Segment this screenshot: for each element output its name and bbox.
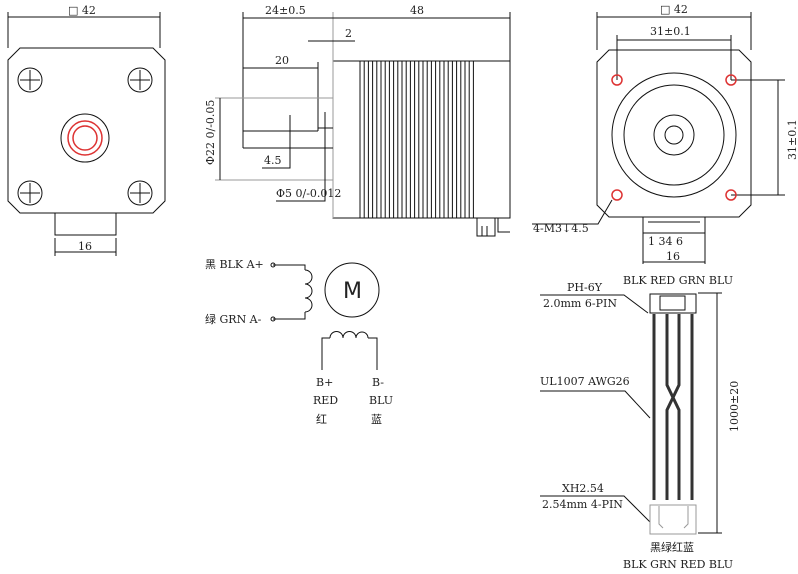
cable-length-dim: 1000±20 xyxy=(728,381,741,432)
cable-assembly: BLK RED GRN BLU PH-6Y 2.0mm 6-PIN UL1007… xyxy=(540,274,741,571)
label-a-minus: 绿 GRN A- xyxy=(205,312,262,326)
shaft-diameter-dim: Φ5 0/-0.012 xyxy=(276,187,341,200)
wire-spec: UL1007 AWG26 xyxy=(540,375,630,388)
hole-spacing-h: 31±0.1 xyxy=(650,25,691,38)
label-b-minus: B- xyxy=(372,376,384,389)
body-length-dim: 48 xyxy=(410,4,424,17)
label-blu-cn: 蓝 xyxy=(371,413,382,426)
bottom-connector-desc: 2.54mm 4-PIN xyxy=(542,498,623,511)
rear-view: □ 42 31±0.1 31±0.1 4-M3↓4.5 1 34 6 16 xyxy=(532,3,798,264)
label-red: RED xyxy=(313,394,338,407)
front-tab-dim: 16 xyxy=(78,240,92,253)
bottom-colors-cn: 黑绿红蓝 xyxy=(650,540,694,554)
bottom-connector-type: XH2.54 xyxy=(562,482,604,495)
side-view: 24±0.5 48 2 20 Φ22 0/-0.05 4.5 Φ5 0/-0.0… xyxy=(204,4,511,237)
shaft-length-dim: 24±0.5 xyxy=(265,4,306,17)
label-b-plus: B+ xyxy=(316,376,333,389)
front-width-dim: □ 42 xyxy=(68,4,96,17)
rear-width-dim: □ 42 xyxy=(660,3,688,16)
pilot-diameter-dim: Φ22 0/-0.05 xyxy=(204,100,217,165)
pin-numbers: 1 34 6 xyxy=(648,235,683,248)
hole-spacing-v: 31±0.1 xyxy=(786,119,798,160)
screw-holes xyxy=(17,67,153,206)
connector-width-dim: 16 xyxy=(666,250,680,263)
motor-symbol xyxy=(324,262,380,318)
flange-dim: 2 xyxy=(345,27,352,40)
label-red-cn: 红 xyxy=(316,413,327,426)
motor-label: M xyxy=(343,279,362,304)
label-a-plus: 黑 BLK A+ xyxy=(205,258,264,271)
wires xyxy=(652,314,694,500)
flat-depth-dim: 4.5 xyxy=(264,154,282,167)
front-view: □ 42 16 xyxy=(7,4,166,256)
top-connector-desc: 2.0mm 6-PIN xyxy=(543,297,617,310)
top-wire-colors: BLK RED GRN BLU xyxy=(623,274,733,287)
flat-length-dim: 20 xyxy=(275,54,289,67)
top-connector-type: PH-6Y xyxy=(567,281,603,294)
thread-spec: 4-M3↓4.5 xyxy=(533,222,589,235)
wiring-schematic: 黑 BLK A+ 绿 GRN A- M B+ RED 红 B- BLU 蓝 xyxy=(205,258,393,426)
label-blu: BLU xyxy=(369,394,393,407)
bottom-wire-colors: BLK GRN RED BLU xyxy=(623,558,733,571)
